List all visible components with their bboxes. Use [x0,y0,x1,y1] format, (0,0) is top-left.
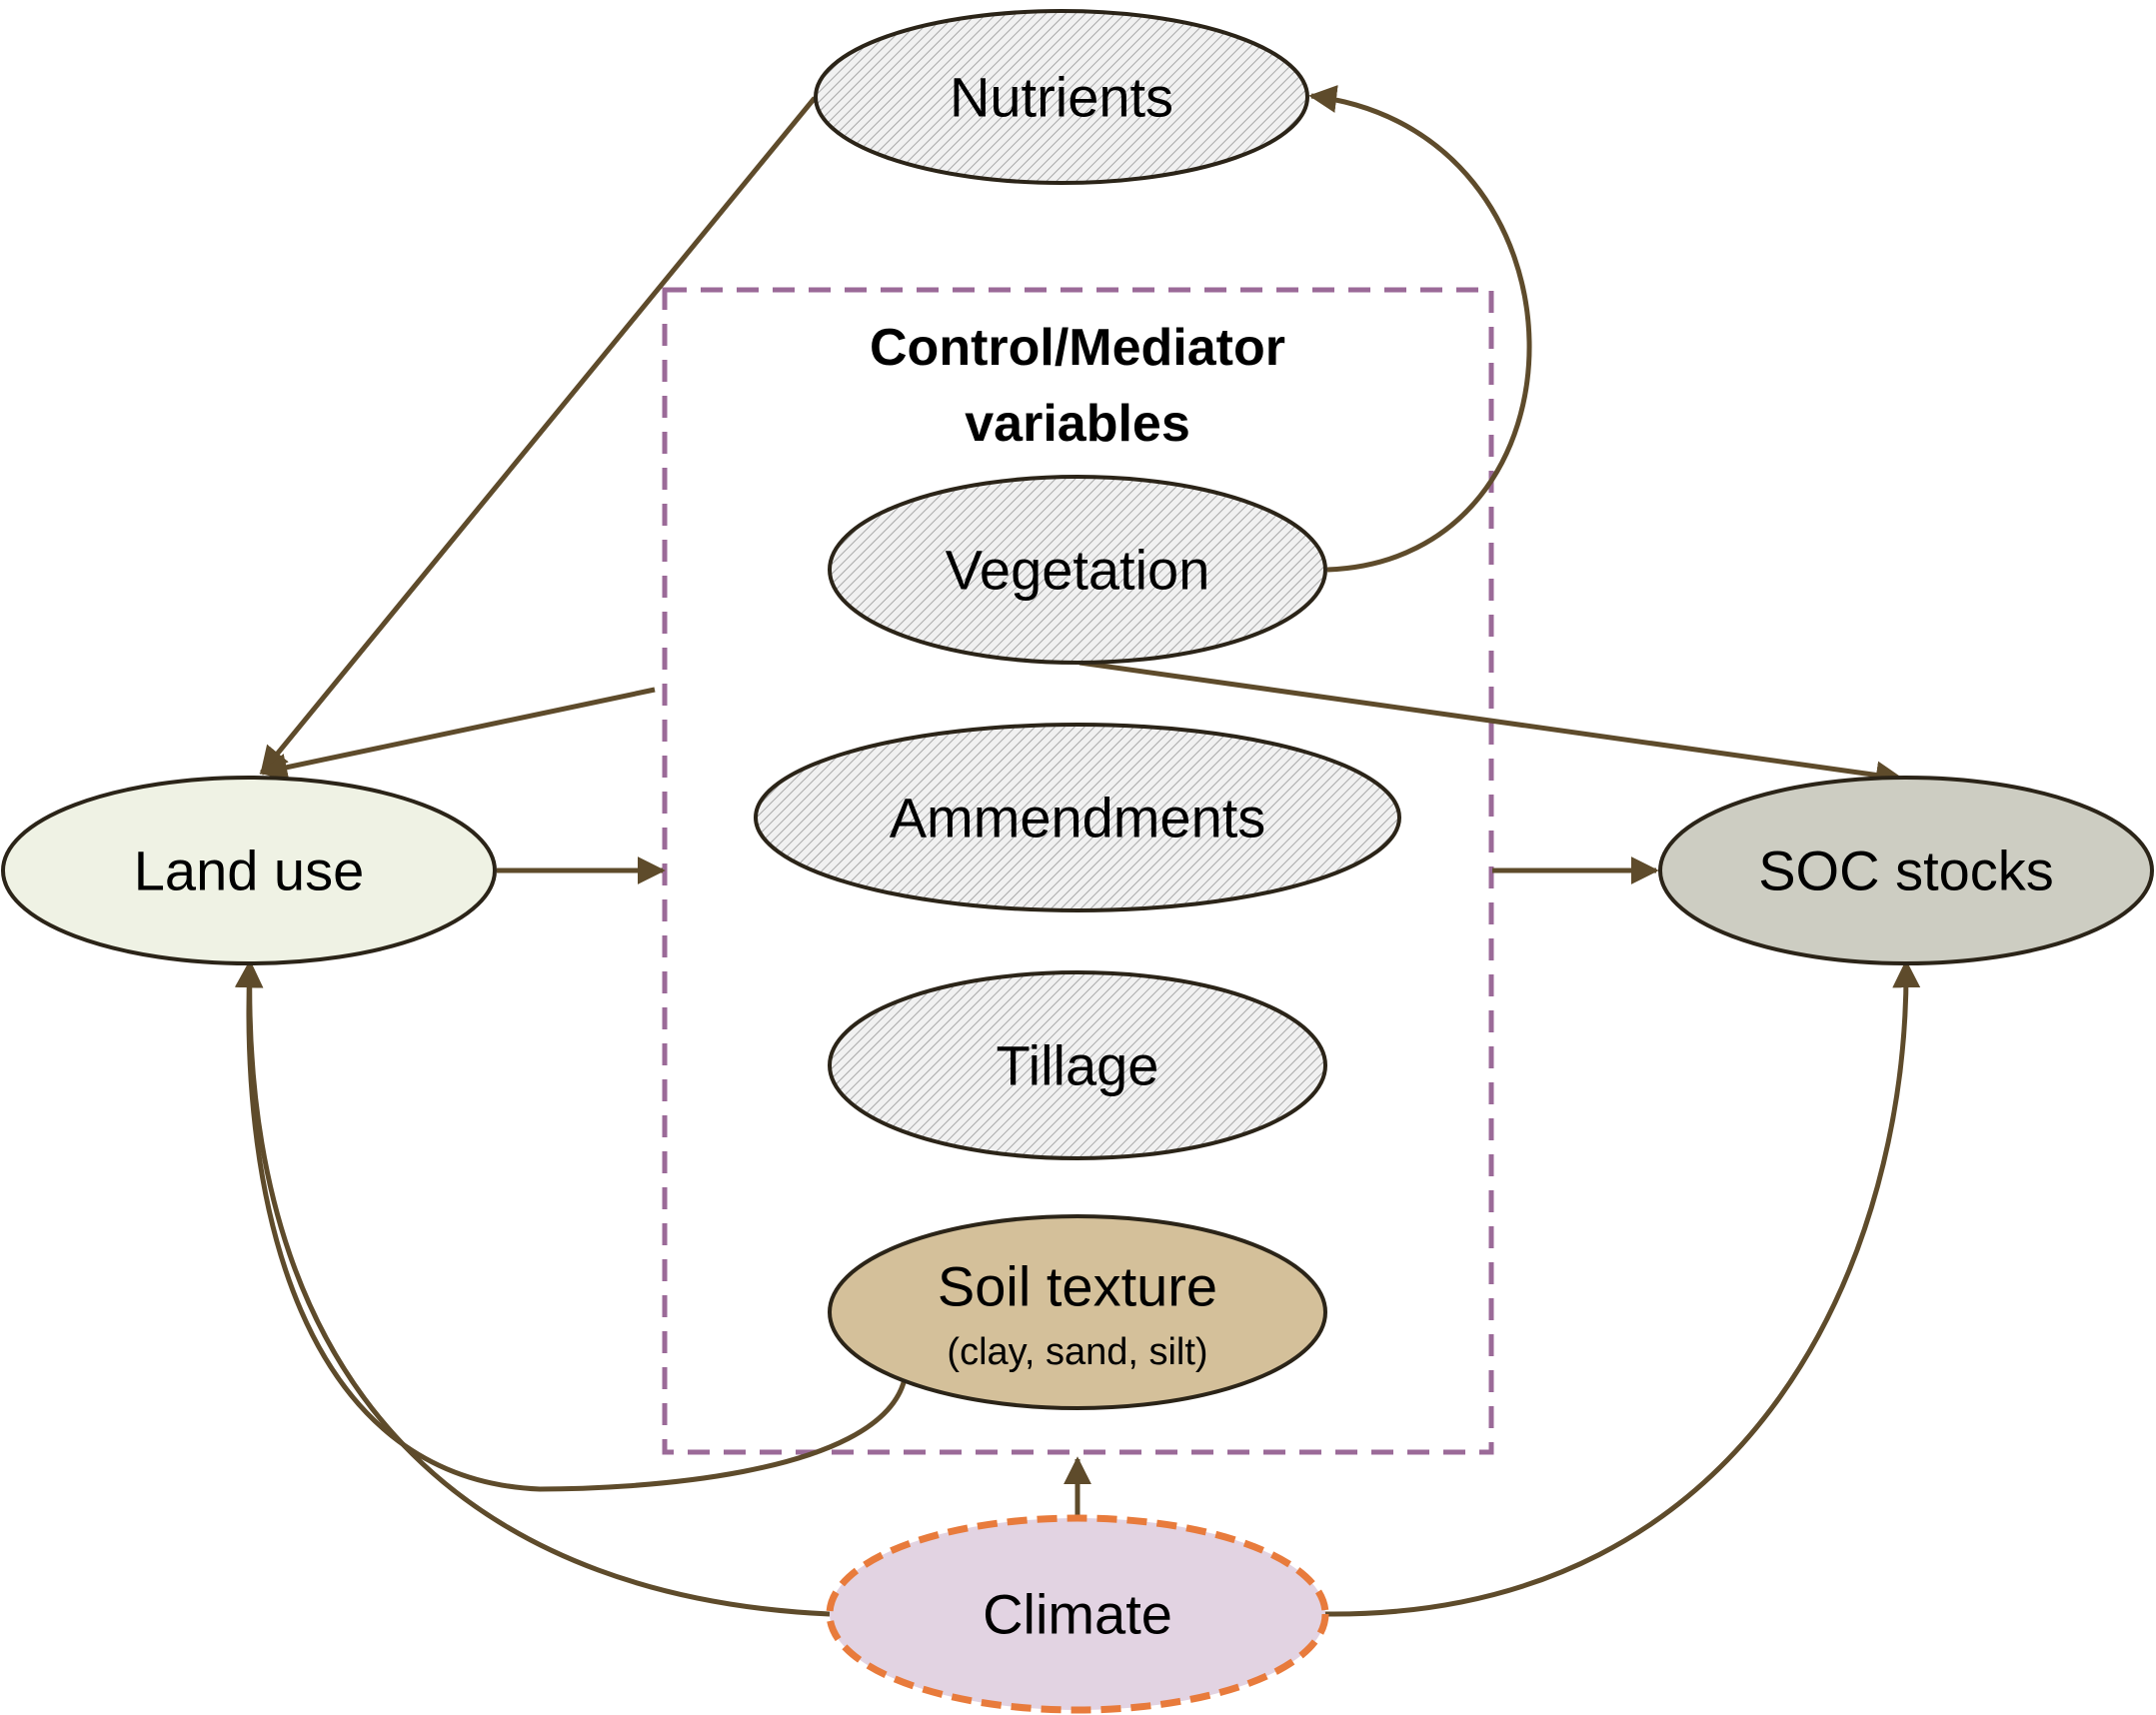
node-ammendments: Ammendments [754,723,1401,912]
node-vegetation-label: Vegetation [946,539,1210,602]
node-tillage: Tillage [828,970,1327,1160]
edge-climate-to-soc-stocks [1323,959,1921,1617]
edge-box-to-land-use [259,687,656,782]
node-vegetation: Vegetation [828,475,1327,665]
node-soil-texture-sublabel: (clay, sand, silt) [947,1331,1207,1373]
edge-vegetation-to-nutrients [1308,85,1532,573]
node-climate: Climate [826,1514,1329,1714]
node-soc-stocks: SOC stocks [1658,776,2154,965]
node-soil-texture-label: Soil texture [938,1255,1217,1318]
edge-climate-to-land-use [235,959,831,1617]
node-soil-texture: Soil texture (clay, sand, silt) [828,1214,1327,1410]
edge-nutrients-to-land-use [260,96,817,776]
node-land-use: Land use [1,776,497,965]
node-tillage-label: Tillage [997,1034,1159,1097]
node-nutrients: Nutrients [814,9,1309,185]
node-ammendments-label: Ammendments [890,787,1266,850]
node-soc-stocks-label: SOC stocks [1758,840,2054,902]
node-climate-label: Climate [983,1583,1172,1646]
node-land-use-label: Land use [134,840,364,902]
edges [234,85,1921,1617]
box-title-line2: variables [965,395,1190,453]
edge-vegetation-to-soc-stocks [1078,660,1904,790]
edge-soil-texture-to-land-use [234,959,908,1492]
box-title-line1: Control/Mediator [870,319,1285,377]
node-nutrients-label: Nutrients [950,66,1173,129]
